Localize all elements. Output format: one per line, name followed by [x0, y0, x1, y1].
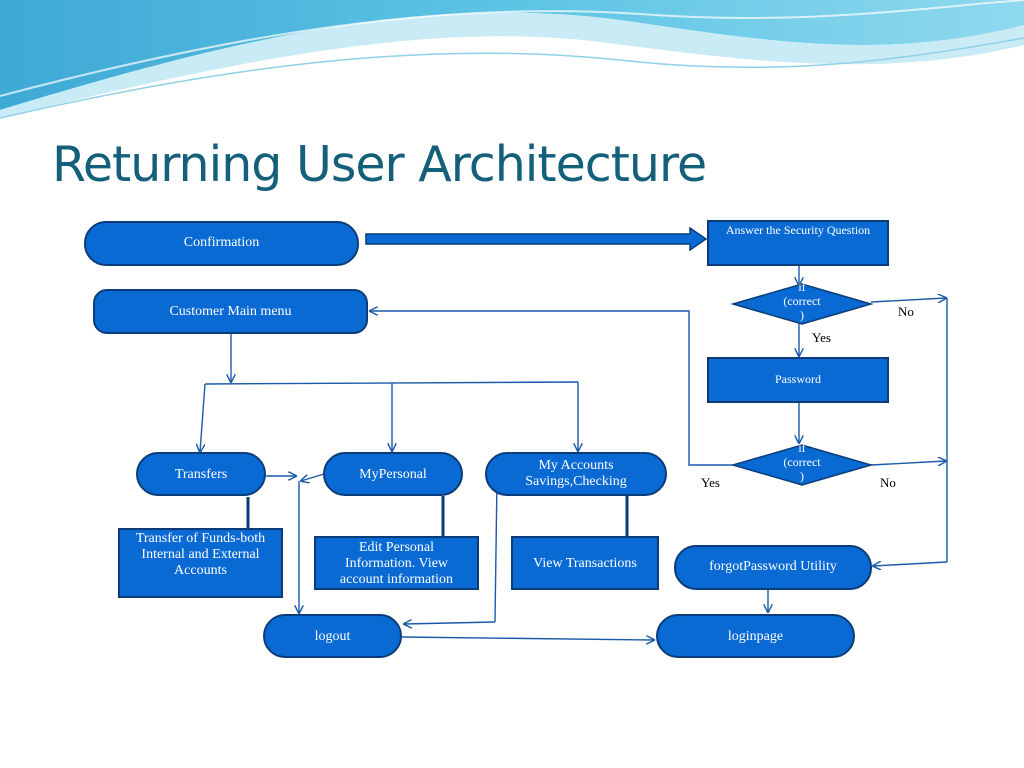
block-arrow — [365, 226, 708, 252]
yes-label-1: Yes — [812, 330, 831, 345]
loginpage-node: loginpage — [656, 614, 855, 658]
view-transactions-label: View Transactions — [533, 556, 637, 571]
transfers-label: Transfers — [174, 467, 228, 482]
password-node: Password — [707, 357, 889, 403]
forgot-password-label: forgotPassword Utility — [709, 559, 837, 575]
decision-diamond-2 — [730, 444, 874, 486]
confirmation-node: Confirmation — [84, 221, 359, 266]
transfers-node: Transfers — [136, 452, 266, 496]
customer-main-menu-label: Customer Main menu — [169, 304, 292, 319]
yes-label-2: Yes — [701, 475, 720, 490]
my-accounts-node: My Accounts Savings,Checking — [485, 452, 667, 496]
decision-diamond-1 — [730, 283, 874, 325]
password-label: Password — [774, 372, 821, 386]
no-label-1: No — [898, 304, 914, 319]
page-title: Returning User Architecture — [52, 136, 707, 193]
logout-label: logout — [314, 629, 351, 644]
mypersonal-label: MyPersonal — [359, 467, 427, 482]
view-transactions-node: View Transactions — [511, 536, 659, 590]
logout-node: logout — [263, 614, 402, 658]
no-label-2: No — [880, 475, 896, 490]
edit-personal-label: Edit Personal Information. View account … — [339, 540, 454, 588]
confirmation-label: Confirmation — [183, 235, 260, 251]
transfer-of-funds-label: Transfer of Funds-both Internal and Exte… — [135, 531, 266, 579]
loginpage-label: loginpage — [727, 629, 784, 644]
mypersonal-node: MyPersonal — [323, 452, 463, 496]
answer-security-question-node: Answer the Security Question — [707, 220, 889, 266]
transfer-of-funds-node: Transfer of Funds-both Internal and Exte… — [118, 528, 283, 598]
answer-security-question-label: Answer the Security Question — [725, 223, 871, 237]
customer-main-menu-node: Customer Main menu — [93, 289, 368, 334]
decision-2-label: if (correct ) — [783, 441, 821, 483]
decision-1-label: if (correct ) — [783, 280, 821, 322]
my-accounts-label: My Accounts Savings,Checking — [525, 458, 627, 490]
edit-personal-node: Edit Personal Information. View account … — [314, 536, 479, 590]
forgot-password-node: forgotPassword Utility — [674, 545, 872, 590]
